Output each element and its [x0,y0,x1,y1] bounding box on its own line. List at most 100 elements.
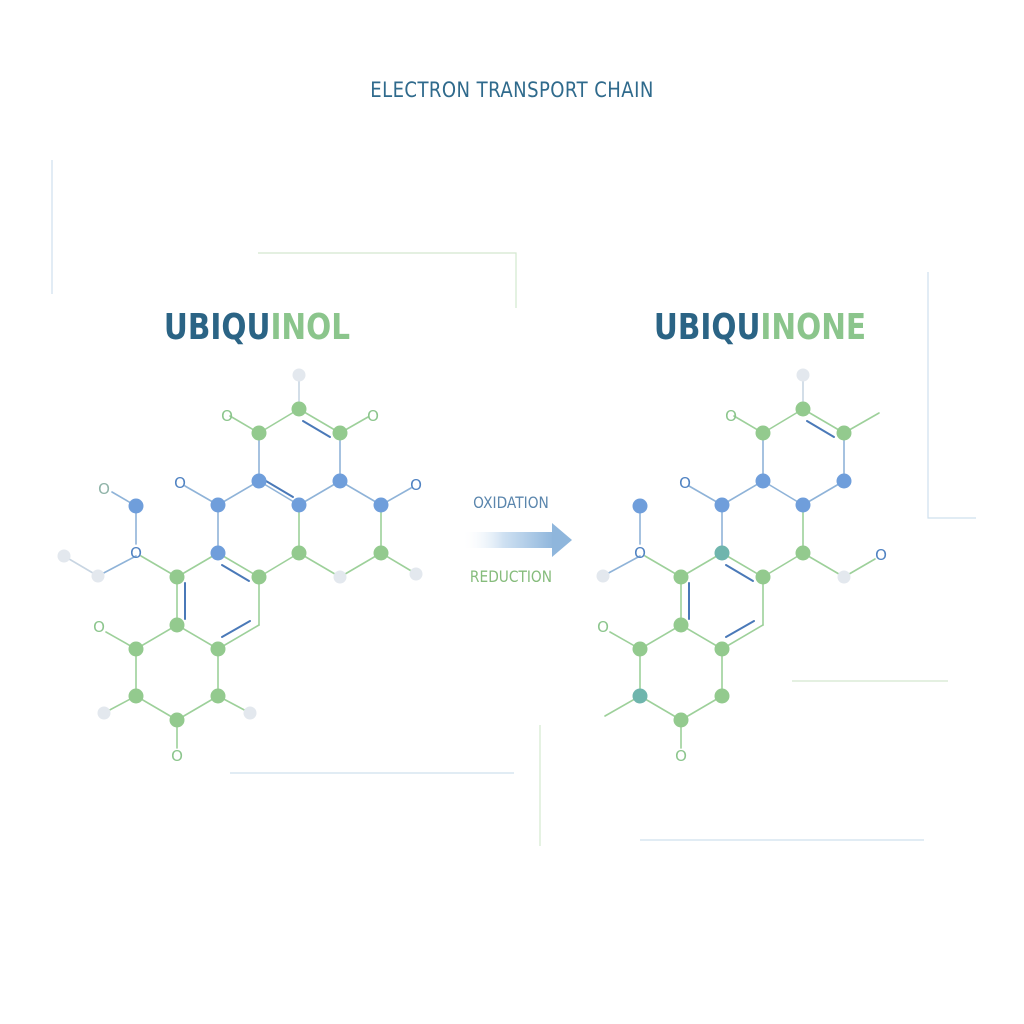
atom-carbon [291,545,307,561]
bond [217,552,260,578]
oxygen-label: O [367,407,379,425]
atom-nitrogen [373,497,389,513]
atom-hydrogen [409,567,423,581]
atom-carbon [673,569,689,585]
atom-carbon [755,569,771,585]
reduction-label: REDUCTION [469,567,553,586]
atom-nitrogen [714,497,730,513]
oxygen-label: O [221,407,233,425]
left-name-part1: UBIQU [163,307,271,348]
double-bond [725,620,755,638]
atom-carbon [755,425,771,441]
atom-carbon [251,569,267,585]
reaction-arrow-shaft [462,532,554,548]
bond [721,480,764,506]
bond [802,408,845,434]
double-bond [221,620,251,638]
atom-hydrogen [333,570,347,584]
atom-carbon [673,617,689,633]
reaction-arrow [462,523,572,557]
bond [298,408,341,434]
bond [639,695,682,721]
atom-nitrogen [251,473,267,489]
bond [680,552,723,578]
oxygen-label: O [174,474,186,492]
atom-hydrogen [91,569,105,583]
atom-hydrogen [596,569,610,583]
atom-carbon [210,641,226,657]
double-bond [221,564,250,582]
left-name-part2: INOL [270,307,351,348]
bond [339,552,382,578]
bond [135,695,178,721]
atom-hydrogen [57,549,71,563]
ubiquinone-oxygen-labels: O O O O O O [597,407,887,765]
atom-nitrogen [755,473,771,489]
double-bond [265,480,294,498]
atom-nitrogen [836,473,852,489]
bond [176,695,219,721]
atom-nitrogen [332,473,348,489]
atom-carbon [169,617,185,633]
atom-carbon [836,425,852,441]
atom-carbon [714,688,730,704]
bond [339,480,382,506]
atom-hydrogen [97,706,111,720]
oxygen-label: O [725,407,737,425]
frame-line [258,252,517,308]
right-name-part2: INONE [760,307,867,348]
bond [258,480,300,506]
atom-nitrogen [128,498,144,514]
bond [602,555,641,577]
bond [680,624,723,650]
oxidation-label: OXIDATION [473,493,549,512]
bond [63,555,99,577]
oxygen-label: O [130,544,142,562]
reaction-arrow-head [552,523,572,557]
bond [258,552,300,578]
bond [176,624,219,650]
frame-line [927,272,976,519]
left-molecule-name: UBIQUINOL [118,307,397,348]
atom-carbon [632,641,648,657]
double-bond [725,564,754,582]
bond [258,408,300,434]
right-name-part1: UBIQU [653,307,761,348]
double-bond [302,420,331,438]
oxygen-label: O [675,747,687,765]
bond [762,480,804,506]
oxygen-label: O [875,546,887,564]
atom-hydrogen [837,570,851,584]
bond [217,480,260,506]
bond [762,552,804,578]
page-title: ELECTRON TRANSPORT CHAIN [370,78,654,102]
bond [298,552,341,578]
atom-carbon [332,425,348,441]
oxygen-label: O [171,747,183,765]
oxygen-label: O [410,476,422,494]
atom-hydrogen [796,368,810,382]
atom-carbon [795,545,811,561]
atom-carbon [373,545,389,561]
oxygen-label: O [679,474,691,492]
atom-carbon [291,401,307,417]
bond [135,624,178,650]
bond [97,555,137,577]
ubiquinol-bonds [63,375,414,749]
atom-teal [714,545,730,561]
atom-nitrogen [210,545,226,561]
double-bond [806,420,835,438]
bond [298,480,341,506]
atom-nitrogen [795,497,811,513]
right-molecule-name: UBIQUINONE [621,307,900,348]
atom-nitrogen [210,497,226,513]
bond [680,695,723,721]
atom-nitrogen [291,497,307,513]
atom-carbon [169,569,185,585]
atom-carbon [210,688,226,704]
atom-teal [632,688,648,704]
oxygen-label: O [93,618,105,636]
bond [721,552,764,578]
